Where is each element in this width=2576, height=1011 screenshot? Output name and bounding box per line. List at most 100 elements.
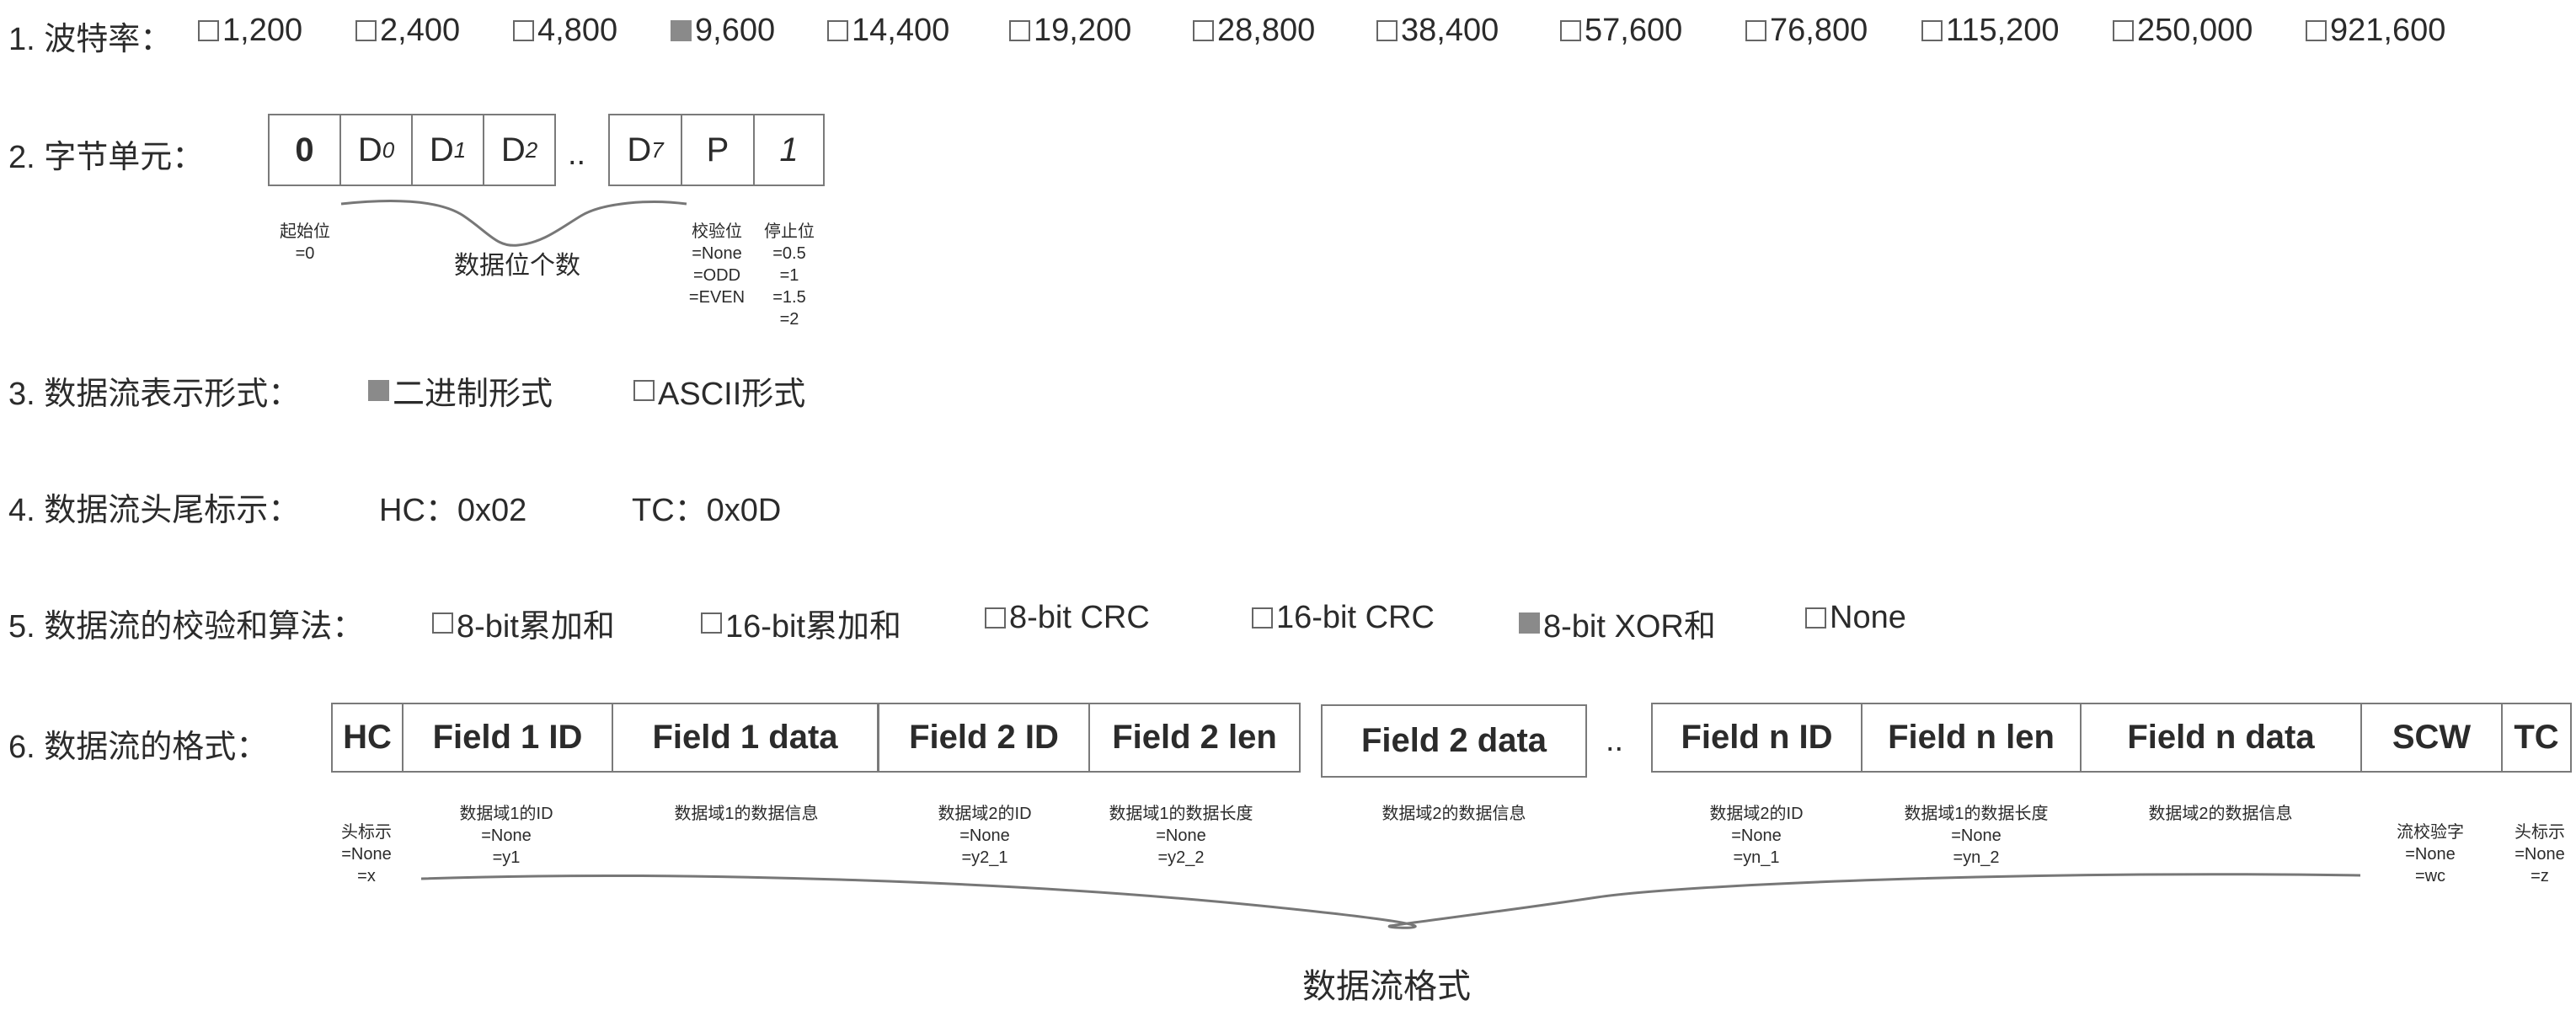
checkbox-icon[interactable] <box>2113 20 2134 41</box>
option-label: 14,400 <box>852 13 950 48</box>
stop-note-line: =2 <box>779 310 799 329</box>
checkbox-icon[interactable] <box>1560 20 1581 41</box>
stream-field-note: 数据域1的数据信息 <box>674 803 818 825</box>
option-label: 16-bit累加和 <box>725 609 902 645</box>
stream-field-note: 数据域1的数据长度=None=yn_2 <box>1904 803 2048 869</box>
parity-bit-box: P <box>681 114 755 186</box>
stream-note-line: =None <box>959 826 1010 845</box>
option-row5-4[interactable]: 8-bit XOR和 <box>1519 600 1716 646</box>
checkbox-icon[interactable] <box>1745 20 1766 41</box>
checkbox-icon[interactable] <box>1921 20 1943 41</box>
stream-field-note: 流校验字=None=wc <box>2397 821 2464 887</box>
option-label: 19,200 <box>1034 13 1132 48</box>
option-row1-8[interactable]: 57,600 <box>1560 13 1682 49</box>
stream-note-line: =y2_1 <box>961 848 1008 867</box>
checkbox-icon[interactable] <box>827 20 848 41</box>
option-label: 9,600 <box>695 13 776 48</box>
option-row1-2[interactable]: 4,800 <box>513 13 617 49</box>
row1-label: 1. 波特率： <box>8 22 173 57</box>
stream-field-label: Field 1 ID <box>432 719 583 756</box>
option-row5-3[interactable]: 16-bit CRC <box>1252 600 1435 636</box>
option-row5-2[interactable]: 8-bit CRC <box>985 600 1150 636</box>
option-row5-0[interactable]: 8-bit累加和 <box>432 600 615 646</box>
stream-field-label: Field 2 ID <box>909 719 1059 756</box>
option-row1-12[interactable]: 921,600 <box>2306 13 2445 49</box>
start-bit-value: 0 <box>295 131 314 168</box>
stream-field-box: Field n len <box>1861 703 2082 773</box>
stream-note-line: =None <box>2405 845 2456 864</box>
option-row1-1[interactable]: 2,400 <box>355 13 460 49</box>
stream-field-box: SCW <box>2360 703 2503 773</box>
stream-field-label: Field 1 data <box>652 719 838 756</box>
stream-field-box: TC <box>2501 703 2572 773</box>
d0-index: 0 <box>382 136 395 163</box>
checkbox-icon[interactable] <box>1009 20 1030 41</box>
checkbox-icon[interactable] <box>633 380 655 401</box>
option-row1-10[interactable]: 115,200 <box>1921 13 2060 49</box>
option-row3-1[interactable]: ASCII形式 <box>633 367 805 414</box>
option-label: 8-bit CRC <box>1009 600 1150 635</box>
option-label: 1,200 <box>222 13 303 48</box>
start-bit-box: 0 <box>268 114 341 186</box>
stream-field-label: HC <box>343 719 392 756</box>
checkbox-icon[interactable] <box>355 20 377 41</box>
option-row1-4[interactable]: 14,400 <box>827 13 949 49</box>
checked-checkbox-icon[interactable] <box>671 20 692 41</box>
stream-field-note: 数据域2的ID=None=y2_1 <box>938 803 1031 869</box>
stream-note-line: =None <box>341 845 392 864</box>
option-label: 250,000 <box>2137 13 2253 48</box>
row6-label: 6. 数据流的格式： <box>8 730 269 765</box>
stream-note-line: 数据域1的ID <box>459 805 553 823</box>
option-row1-3[interactable]: 9,600 <box>671 13 775 49</box>
field-ellipsis: .. <box>1606 723 1624 758</box>
stop-bit-value: 1 <box>779 131 799 168</box>
checkbox-icon[interactable] <box>1805 607 1826 629</box>
option-row3-0[interactable]: 二进制形式 <box>368 367 553 414</box>
row4-label: 4. 数据流头尾标示： <box>8 493 301 528</box>
d2-index: 2 <box>525 136 538 163</box>
checkbox-icon[interactable] <box>1376 20 1398 41</box>
checkbox-icon[interactable] <box>2306 20 2327 41</box>
data-bits-count-label: 数据位个数 <box>454 252 580 280</box>
checkbox-icon[interactable] <box>1252 607 1273 629</box>
stream-field-note: 数据域2的ID=None=yn_1 <box>1709 803 1803 869</box>
checkbox-icon[interactable] <box>1193 20 1214 41</box>
stop-note-line: =1 <box>779 266 799 285</box>
stream-field-note: 数据域1的ID=None=y1 <box>459 803 553 869</box>
checkbox-icon[interactable] <box>198 20 219 41</box>
option-label: 8-bit XOR和 <box>1543 609 1716 645</box>
option-row5-1[interactable]: 16-bit累加和 <box>701 600 901 646</box>
stream-field-box: Field 2 len <box>1088 703 1301 773</box>
parity-note-line: =EVEN <box>688 288 746 307</box>
option-row5-5[interactable]: None <box>1805 600 1906 636</box>
checked-checkbox-icon[interactable] <box>1519 612 1540 634</box>
option-label: None <box>1830 600 1906 635</box>
stream-field-box: Field 2 data <box>1321 704 1587 778</box>
option-row1-11[interactable]: 250,000 <box>2113 13 2253 49</box>
stream-field-label: Field 2 data <box>1360 722 1547 759</box>
stream-field-box: Field 2 ID <box>878 703 1090 773</box>
checkbox-icon[interactable] <box>432 612 453 634</box>
checkbox-icon[interactable] <box>985 607 1006 629</box>
stream-note-line: 数据域1的数据长度 <box>1904 805 2049 823</box>
stream-note-line: 数据域2的ID <box>1709 805 1804 823</box>
option-row1-5[interactable]: 19,200 <box>1009 13 1131 49</box>
checked-checkbox-icon[interactable] <box>368 380 389 401</box>
stop-note-line: =0.5 <box>772 244 806 263</box>
option-label: 16-bit CRC <box>1276 600 1435 635</box>
start-note-line: 起始位 <box>280 222 330 241</box>
stream-note-line: =yn_2 <box>1953 848 2000 867</box>
option-row1-7[interactable]: 38,400 <box>1376 13 1499 49</box>
checkbox-icon[interactable] <box>513 20 534 41</box>
option-row1-0[interactable]: 1,200 <box>198 13 302 49</box>
stream-field-note: 数据域2的数据信息 <box>1382 803 1526 825</box>
d-prefix: D <box>429 131 454 168</box>
checkbox-icon[interactable] <box>701 612 722 634</box>
stream-note-line: 数据域2的数据信息 <box>2148 805 2293 823</box>
stream-note-line: 数据域1的数据长度 <box>1109 805 1253 823</box>
option-row1-6[interactable]: 28,800 <box>1193 13 1315 49</box>
option-row1-9[interactable]: 76,800 <box>1745 13 1868 49</box>
stream-field-label: Field n data <box>2127 719 2315 756</box>
